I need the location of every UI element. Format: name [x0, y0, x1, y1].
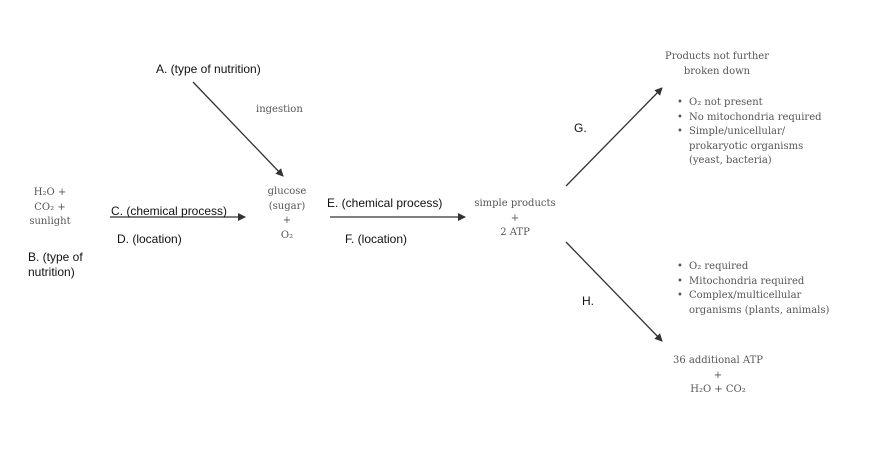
label-d: D. (location): [117, 232, 182, 246]
aerobic-bullet-0: O₂ required: [677, 260, 829, 275]
anaerobic-bullet-0: O₂ not present: [677, 96, 822, 111]
ingestion-text: ingestion: [256, 104, 303, 115]
arrow-aerobic: [565, 241, 663, 342]
label-b-line1: B. (type of: [28, 250, 83, 264]
reactants: H₂O + CO₂ + sunlight: [28, 186, 72, 230]
arrow-ingestion: [192, 81, 284, 177]
label-b-line2: nutrition): [28, 265, 75, 279]
anaerobic-title: Products not further broken down: [658, 50, 776, 79]
reactant-co2: CO₂ +: [34, 201, 66, 213]
aerobic-bullet-2: Complex/multicellular: [677, 289, 829, 304]
label-g: G.: [574, 121, 587, 135]
anaerobic-bullet-2: Simple/unicellular/: [677, 125, 822, 140]
aerobic-result: 36 additional ATP + H₂O + CO₂: [662, 354, 774, 398]
aerobic-result-line2: H₂O + CO₂: [690, 384, 746, 395]
anaerobic-bullet-4: (yeast, bacteria): [689, 155, 772, 166]
glycolysis-products: simple products + 2 ATP: [468, 197, 562, 241]
arrow-anaerobic: [565, 87, 663, 187]
reactant-sunlight: sunlight: [29, 216, 71, 227]
products-atp: 2 ATP: [500, 227, 530, 238]
anaerobic-bullet-3: prokaryotic organisms: [689, 140, 804, 152]
label-c: C. (chemical process): [111, 204, 228, 218]
anaerobic-title-line2: broken down: [683, 65, 751, 77]
anaerobic-list: O₂ not present No mitochondria required …: [677, 96, 822, 169]
aerobic-bullet-3: organisms (plants, animals): [689, 304, 830, 316]
glucose-name: glucose: [267, 186, 307, 197]
aerobic-result-plus: +: [713, 369, 723, 381]
label-a: A. (type of nutrition): [156, 62, 261, 76]
aerobic-result-line1: 36 additional ATP: [673, 355, 763, 366]
reactant-water: H₂O +: [33, 187, 67, 198]
label-b: B. (type of nutrition): [28, 250, 83, 280]
products-plus: +: [510, 212, 520, 224]
label-e: E. (chemical process): [327, 196, 443, 210]
glucose-o2: O₂: [280, 229, 294, 241]
aerobic-bullet-1: Mitochondria required: [677, 275, 829, 290]
anaerobic-title-line1: Products not further: [664, 51, 770, 62]
label-f: F. (location): [345, 232, 408, 246]
glucose-sugar: (sugar): [268, 200, 306, 212]
label-h: H.: [582, 294, 594, 308]
glucose-block: glucose (sugar) + O₂: [264, 185, 310, 243]
aerobic-list: O₂ required Mitochondria required Comple…: [677, 260, 829, 318]
simple-products: simple products: [474, 198, 556, 209]
glucose-plus: +: [282, 215, 292, 226]
anaerobic-bullet-1: No mitochondria required: [677, 111, 822, 126]
